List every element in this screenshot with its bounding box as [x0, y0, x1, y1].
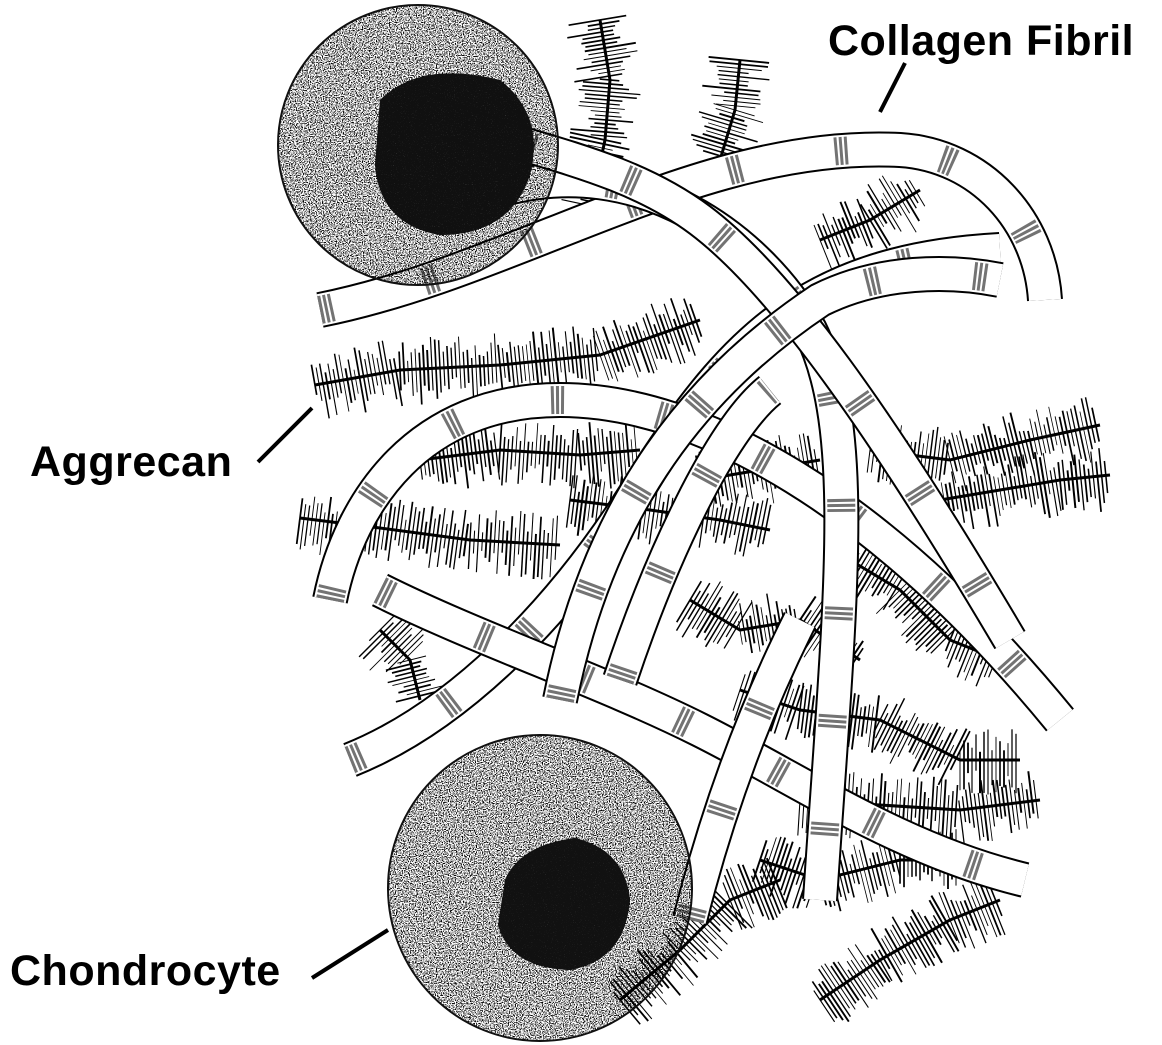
aggrecan-label: Aggrecan: [30, 441, 232, 484]
chondrocyte-bottom: [388, 735, 692, 1041]
chondrocyte-leader-line: [312, 930, 388, 978]
chondrocyte-top: [278, 5, 558, 285]
aggrecan-leader-line: [258, 408, 312, 462]
collagen-fibril-label: Collagen Fibril: [828, 20, 1134, 63]
collagen-leader-line: [880, 63, 905, 112]
chondrocyte-label: Chondrocyte: [10, 950, 281, 993]
